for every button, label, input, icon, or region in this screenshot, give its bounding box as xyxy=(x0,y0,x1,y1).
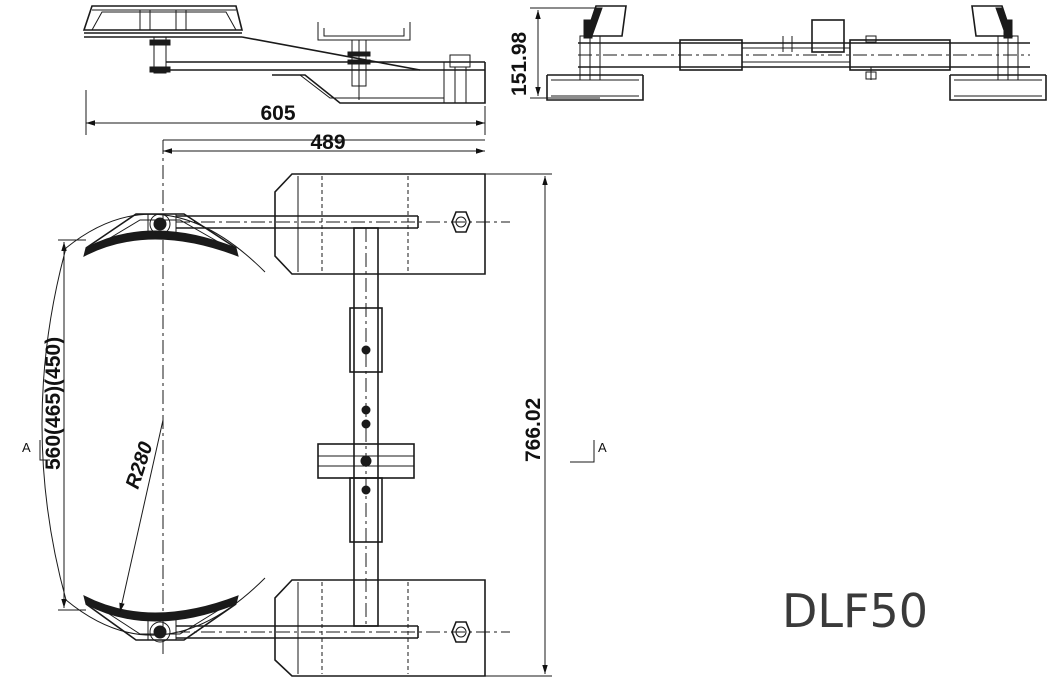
section-label-left: A xyxy=(22,440,31,455)
dimension-766: 766.02 xyxy=(485,173,552,677)
dimension-489: 489 xyxy=(163,131,485,154)
dim-height: 151.98 xyxy=(508,31,531,96)
plan-view xyxy=(41,140,510,677)
dim-jaw-sizes: 560(465)(450) xyxy=(42,337,65,470)
section-label-right: A xyxy=(598,440,607,455)
dim-spread: 766.02 xyxy=(522,398,545,462)
dim-inner-length: 489 xyxy=(310,131,345,154)
radius-indicator: R280 xyxy=(119,419,164,613)
section-marker-right: A xyxy=(570,440,607,463)
dim-overall-length: 605 xyxy=(260,102,295,125)
section-marker-left: A xyxy=(22,440,50,461)
dimension-605: 605 xyxy=(85,90,486,135)
side-view xyxy=(82,5,486,104)
model-label: DLF50 xyxy=(782,584,928,638)
dim-radius: R280 xyxy=(122,439,158,491)
front-view: 151.98 xyxy=(508,5,1047,101)
dimension-jaw-sizes: 560(465)(450) xyxy=(42,239,86,611)
